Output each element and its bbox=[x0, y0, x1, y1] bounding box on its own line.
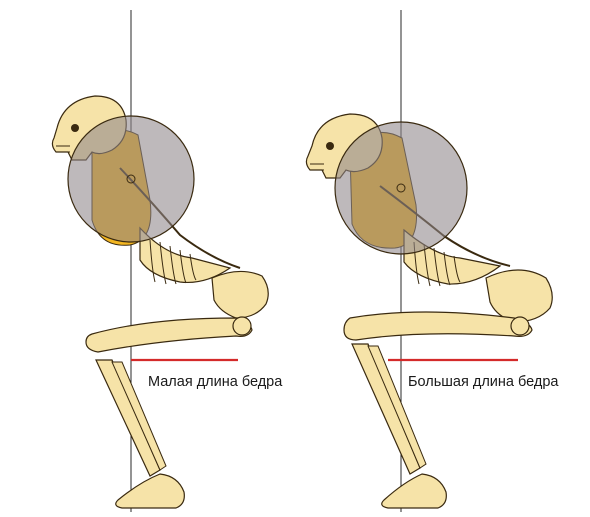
foot bbox=[116, 474, 185, 508]
femur bbox=[86, 318, 252, 352]
barbell-plate bbox=[335, 122, 467, 254]
pelvis bbox=[486, 270, 552, 322]
pelvis bbox=[212, 271, 268, 318]
femur bbox=[344, 312, 532, 340]
caption-long-femur: Большая длина бедра bbox=[408, 374, 559, 390]
barbell-plate bbox=[68, 116, 194, 242]
fibula bbox=[368, 346, 426, 468]
foot bbox=[382, 474, 447, 508]
panel-short-femur: Малая длина бедра bbox=[52, 10, 283, 512]
tibia bbox=[352, 344, 420, 474]
panel-long-femur: Большая длина бедра bbox=[306, 10, 559, 512]
caption-short-femur: Малая длина бедра bbox=[148, 374, 283, 390]
hip-joint bbox=[233, 317, 251, 335]
hip-joint bbox=[511, 317, 529, 335]
